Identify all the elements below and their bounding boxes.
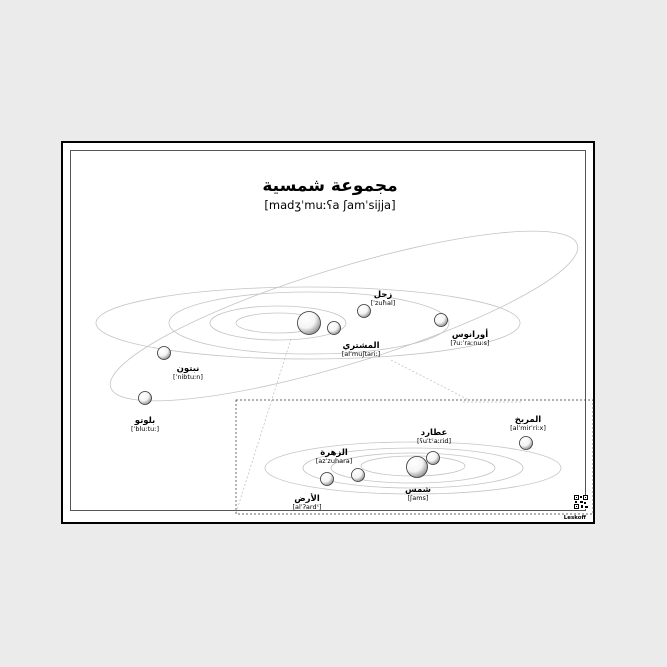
planet-saturn bbox=[357, 304, 371, 318]
label-jupiter: المشتري [alˈmuʃtariː] bbox=[342, 341, 380, 358]
poster-inner-frame bbox=[70, 150, 586, 511]
poster: زحل [ˈzuħal] المشتري [alˈmuʃtariː] أوران… bbox=[61, 141, 595, 524]
orbit-pluto bbox=[109, 230, 579, 402]
sun-outer bbox=[297, 311, 321, 335]
uranus-name: أورانوس bbox=[452, 328, 488, 340]
neptune-ipa: [ˈnibtuːn] bbox=[173, 373, 203, 381]
label-earth: الأرض [alˈʔardˤ] bbox=[292, 493, 321, 511]
earth-ipa: [alˈʔardˤ] bbox=[292, 503, 321, 511]
neptune-name: نبتون bbox=[177, 364, 200, 374]
pluto-name: بلوتو bbox=[134, 416, 156, 426]
label-mercury: عطارد [ʕuˈtˤaːrid] bbox=[417, 428, 451, 445]
orbit-neptune bbox=[95, 286, 521, 360]
mercury-ipa: [ʕuˈtˤaːrid] bbox=[417, 437, 451, 445]
jupiter-name: المشتري bbox=[342, 341, 379, 351]
planet-jupiter bbox=[327, 321, 341, 335]
outer-orbits bbox=[95, 230, 579, 402]
planet-earth bbox=[320, 472, 334, 486]
planet-mars bbox=[519, 436, 533, 450]
zoom-connector-lines bbox=[235, 338, 522, 514]
pluto-ipa: [ˈbluːtuː] bbox=[131, 425, 159, 433]
uranus-ipa: [ʔuːˈraːnuːs] bbox=[450, 339, 489, 347]
label-venus: الزهرة [azˈzuhara] bbox=[316, 448, 353, 465]
mars-ipa: [alˈmirˈriːx] bbox=[510, 424, 546, 432]
solar-system-diagram: زحل [ˈzuħal] المشتري [alˈmuʃtariː] أوران… bbox=[95, 230, 594, 515]
planet-mercury bbox=[426, 451, 440, 465]
poster-subtitle: [madʒˈmuːʕa ʃamˈsijja] bbox=[264, 198, 396, 212]
label-neptune: نبتون [ˈnibtuːn] bbox=[173, 364, 203, 381]
brand-label: Leskoff bbox=[563, 515, 586, 521]
planet-pluto bbox=[138, 391, 152, 405]
label-sun: شمس [ʃams] bbox=[405, 485, 431, 502]
label-pluto: بلوتو [ˈbluːtuː] bbox=[131, 416, 159, 433]
poster-title: مجموعة شمسية bbox=[262, 176, 398, 196]
orbit-saturn bbox=[209, 305, 347, 341]
sun-inner bbox=[406, 456, 428, 478]
planet-uranus bbox=[434, 313, 448, 327]
mars-name: المريخ bbox=[515, 415, 541, 425]
earth-name: الأرض bbox=[294, 493, 320, 504]
planet-neptune bbox=[157, 346, 171, 360]
venus-name: الزهرة bbox=[320, 448, 348, 458]
saturn-ipa: [ˈzuħal] bbox=[371, 299, 396, 307]
label-saturn: زحل [ˈzuħal] bbox=[371, 290, 396, 307]
mercury-name: عطارد bbox=[421, 428, 448, 438]
inner-system-inset bbox=[235, 399, 594, 515]
venus-ipa: [azˈzuhara] bbox=[316, 457, 353, 465]
inner-orbits bbox=[264, 441, 562, 495]
label-mars: المريخ [alˈmirˈriːx] bbox=[510, 415, 546, 432]
orbit-uranus bbox=[168, 291, 450, 355]
sun-name: شمس bbox=[405, 485, 431, 495]
orbit-mars bbox=[264, 441, 562, 495]
saturn-name: زحل bbox=[374, 290, 393, 300]
orbit-earth bbox=[302, 447, 524, 489]
label-uranus: أورانوس [ʔuːˈraːnuːs] bbox=[450, 328, 489, 347]
qr-code-icon bbox=[574, 495, 588, 509]
orbit-venus bbox=[330, 452, 496, 484]
jupiter-ipa: [alˈmuʃtariː] bbox=[342, 350, 380, 358]
planet-venus bbox=[351, 468, 365, 482]
sun-ipa: [ʃams] bbox=[408, 494, 429, 502]
